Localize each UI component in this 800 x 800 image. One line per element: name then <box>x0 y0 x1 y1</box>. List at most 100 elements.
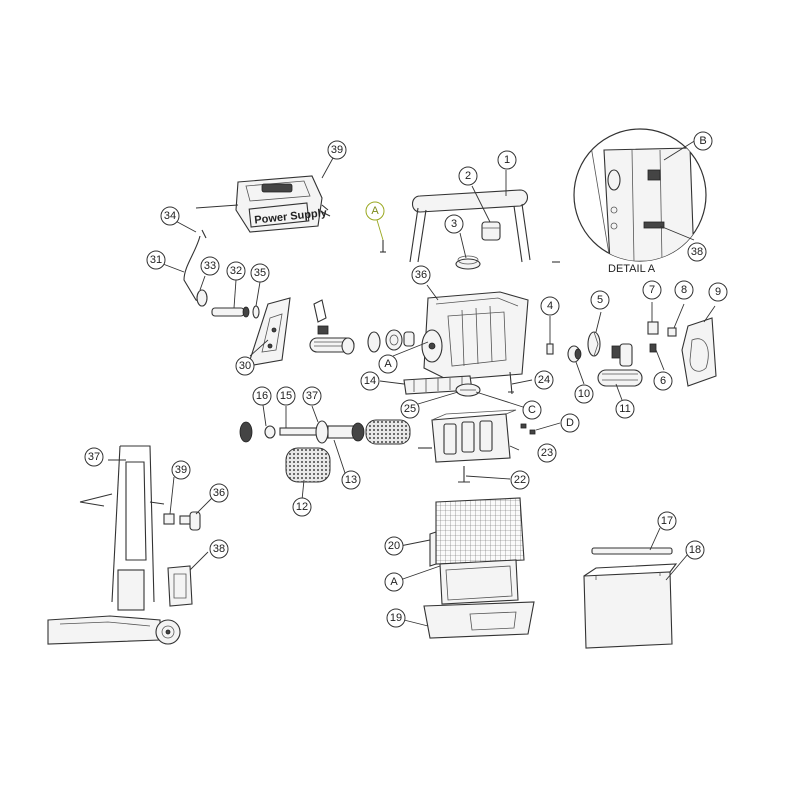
svg-text:24: 24 <box>538 374 550 386</box>
callout-38: 38 <box>209 539 229 559</box>
brush-roller-13 <box>365 419 411 445</box>
svg-text:A: A <box>371 205 379 217</box>
svg-text:1: 1 <box>504 154 510 166</box>
drive-shaft-assembly <box>239 420 365 444</box>
callout-23: 23 <box>537 443 557 463</box>
svg-text:7: 7 <box>649 284 655 296</box>
callout-26: 30 <box>235 356 255 376</box>
filter-panel-17 <box>591 547 673 555</box>
callout-d: D <box>560 413 580 433</box>
svg-text:A: A <box>384 358 392 370</box>
callout-15: 15 <box>276 386 296 406</box>
callout-3: 3 <box>444 214 464 234</box>
svg-text:A: A <box>390 576 398 588</box>
callout-39-label: 39 <box>175 464 187 476</box>
svg-text:2: 2 <box>465 170 471 182</box>
callout-2: 2 <box>458 166 478 186</box>
callout-5: 5 <box>590 290 610 310</box>
callouts: 39 34 31 33 32 35 30 A 1 2 3 36 4 5 7 8 … <box>84 131 728 628</box>
leader-lines <box>108 139 716 627</box>
callout-6: 6 <box>653 371 673 391</box>
callout-36: 36 <box>209 483 229 503</box>
callout-7: 7 <box>642 280 662 300</box>
callout-a-bottom: A <box>384 572 404 592</box>
svg-text:25: 25 <box>404 403 416 415</box>
part-22 <box>458 466 470 483</box>
callout-37-label: 37 <box>88 451 100 463</box>
svg-text:18: 18 <box>689 544 701 556</box>
callout-18: 18 <box>685 540 705 560</box>
filter-bag-18 <box>583 563 678 649</box>
detail-a-view: DETAIL A <box>573 128 707 275</box>
callout-17: 17 <box>657 511 677 531</box>
callout-29: 33 <box>200 256 220 276</box>
callout-9: 9 <box>708 282 728 302</box>
float-2 <box>481 221 501 241</box>
svg-text:C: C <box>528 404 536 416</box>
pulley-5 <box>587 331 601 357</box>
callout-16: 16 <box>252 386 272 406</box>
svg-text:9: 9 <box>715 286 721 298</box>
svg-text:17: 17 <box>661 515 673 527</box>
clip-parts-7-8-6 <box>647 321 677 353</box>
callout-10: 10 <box>574 384 594 404</box>
filter-frame-A <box>439 559 519 605</box>
svg-text:38: 38 <box>691 246 703 258</box>
filter-tray-19 <box>423 601 535 639</box>
callout-28: 32 <box>226 261 246 281</box>
callout-35: 39 <box>327 140 347 160</box>
power-supply: Power Supply <box>195 175 331 233</box>
svg-text:36: 36 <box>415 269 427 281</box>
brush-roller-12 <box>285 447 331 483</box>
callout-a-mid: A <box>378 354 398 374</box>
svg-text:32: 32 <box>230 265 242 277</box>
svg-text:19: 19 <box>390 612 402 624</box>
svg-text:30: 30 <box>239 360 251 372</box>
callout-36-label: 36 <box>213 487 225 499</box>
svg-text:3: 3 <box>451 218 457 230</box>
callout-38-label: 38 <box>213 543 225 555</box>
svg-text:11: 11 <box>619 403 630 415</box>
motor-unit-32 <box>421 291 529 381</box>
callout-37: 37 <box>84 447 104 467</box>
callout-11: 11 <box>615 399 635 419</box>
callout-a-top: A <box>365 201 385 221</box>
svg-text:35: 35 <box>254 267 266 279</box>
filter-basket-20 <box>429 497 525 567</box>
callout-14: 14 <box>360 371 380 391</box>
callout-8: 8 <box>674 280 694 300</box>
screw-A <box>380 240 386 253</box>
svg-text:10: 10 <box>578 388 590 400</box>
callout-34: 38 <box>687 242 707 262</box>
tow-hook-27 <box>183 229 208 307</box>
svg-text:20: 20 <box>388 540 400 552</box>
svg-text:33: 33 <box>204 260 216 272</box>
svg-text:37: 37 <box>306 390 318 402</box>
callout-27: 31 <box>146 250 166 270</box>
left-track-assembly <box>309 299 355 355</box>
svg-text:23: 23 <box>541 447 553 459</box>
svg-text:12: 12 <box>296 501 308 513</box>
callout-31: 35 <box>250 263 270 283</box>
svg-text:39: 39 <box>331 144 343 156</box>
svg-text:B: B <box>699 135 706 147</box>
svg-text:15: 15 <box>280 390 292 402</box>
svg-text:13: 13 <box>345 474 357 486</box>
bearing-10 <box>567 345 582 363</box>
callout-1: 1 <box>497 150 517 170</box>
svg-text:8: 8 <box>681 284 687 296</box>
callout-20: 20 <box>384 536 404 556</box>
callout-39: 39 <box>171 460 191 480</box>
callout-30: 34 <box>160 206 180 226</box>
bushing-3 <box>455 255 481 270</box>
svg-text:5: 5 <box>597 294 603 306</box>
part-24 <box>508 371 514 395</box>
svg-text:31: 31 <box>150 254 162 266</box>
callout-24: 24 <box>534 370 554 390</box>
detail-a-caption: DETAIL A <box>608 263 656 275</box>
handle-1 <box>409 189 531 263</box>
callout-22: 22 <box>510 470 530 490</box>
svg-text:14: 14 <box>364 375 376 387</box>
callout-b: B <box>693 131 713 151</box>
